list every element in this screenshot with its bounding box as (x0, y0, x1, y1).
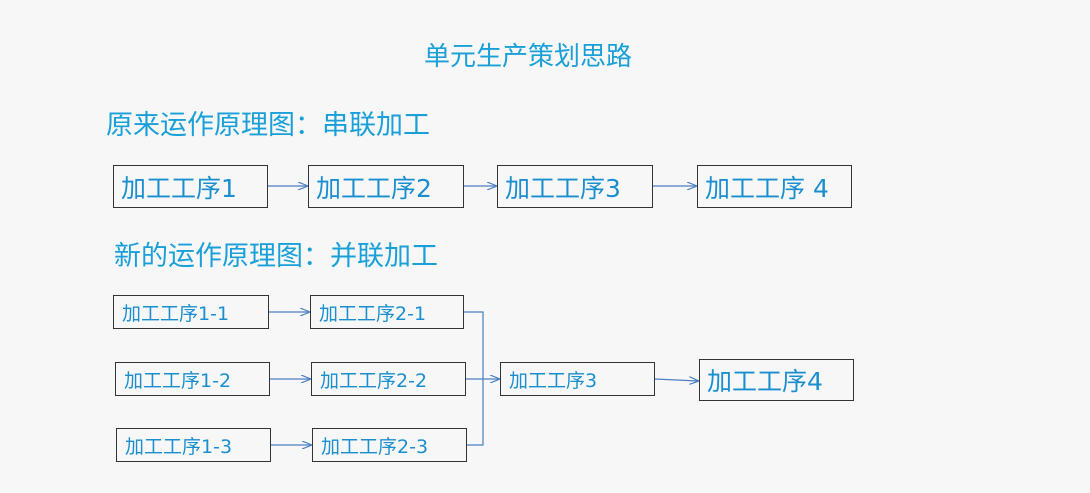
arrow-3-to-4 (654, 379, 698, 381)
parallel-step-2-1: 加工工序2-1 (310, 295, 464, 329)
parallel-step-3: 加工工序3 (500, 362, 655, 396)
serial-step-4: 加工工序 4 (697, 165, 852, 208)
diagram-title: 单元生产策划思路 (423, 42, 632, 72)
parallel-step-4: 加工工序4 (699, 359, 854, 401)
serial-heading: 原来运作原理图：串联加工 (106, 110, 430, 141)
merge-bottom (467, 379, 484, 446)
parallel-step-2-3: 加工工序2-3 (312, 428, 467, 462)
parallel-step-1-2: 加工工序1-2 (115, 362, 270, 396)
merge-top (464, 311, 484, 379)
parallel-step-1-3: 加工工序1-3 (116, 428, 271, 462)
serial-step-1: 加工工序1 (113, 165, 268, 208)
parallel-heading: 新的运作原理图：并联加工 (114, 241, 438, 272)
serial-step-3: 加工工序3 (497, 165, 653, 208)
parallel-step-2-2: 加工工序2-2 (311, 362, 466, 396)
serial-step-2: 加工工序2 (308, 165, 464, 208)
parallel-step-1-1: 加工工序1-1 (113, 295, 269, 329)
